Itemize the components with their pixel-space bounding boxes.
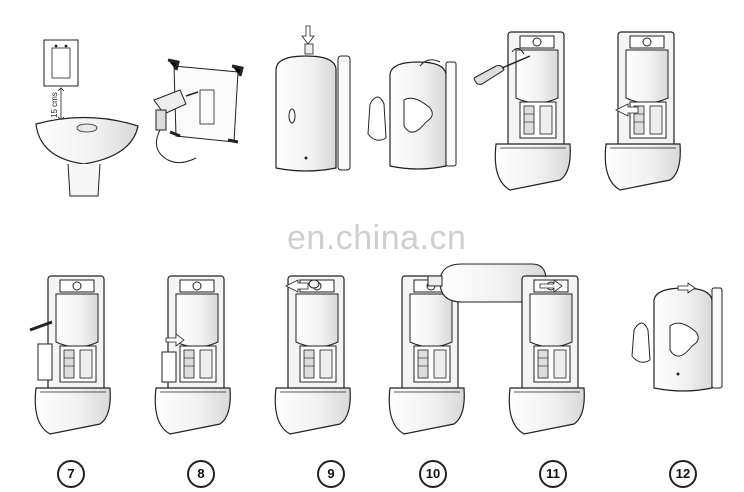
- step-label-12: 12: [669, 460, 697, 488]
- step-3-illustration: [275, 25, 351, 172]
- step-8-illustration: [154, 275, 231, 435]
- step-label-9: 9: [317, 460, 345, 488]
- step-label-10: 10: [419, 460, 447, 488]
- step-5-illustration: [473, 31, 571, 191]
- dimension-note: 15 cms: [50, 92, 59, 118]
- step-11-illustration: [508, 275, 585, 435]
- step-label-11: 11: [539, 460, 567, 488]
- step-9-illustration: [274, 275, 351, 435]
- step-7-illustration: [29, 275, 111, 435]
- step-1-illustration: [35, 39, 139, 197]
- step-6-illustration: [604, 31, 681, 191]
- step-12-illustration: [631, 282, 723, 392]
- step-2-illustration: [153, 58, 244, 164]
- step-label-8: 8: [187, 460, 215, 488]
- watermark-text: en.china.cn: [287, 219, 467, 257]
- step-4-illustration: [367, 59, 457, 170]
- step-label-7: 7: [57, 460, 85, 488]
